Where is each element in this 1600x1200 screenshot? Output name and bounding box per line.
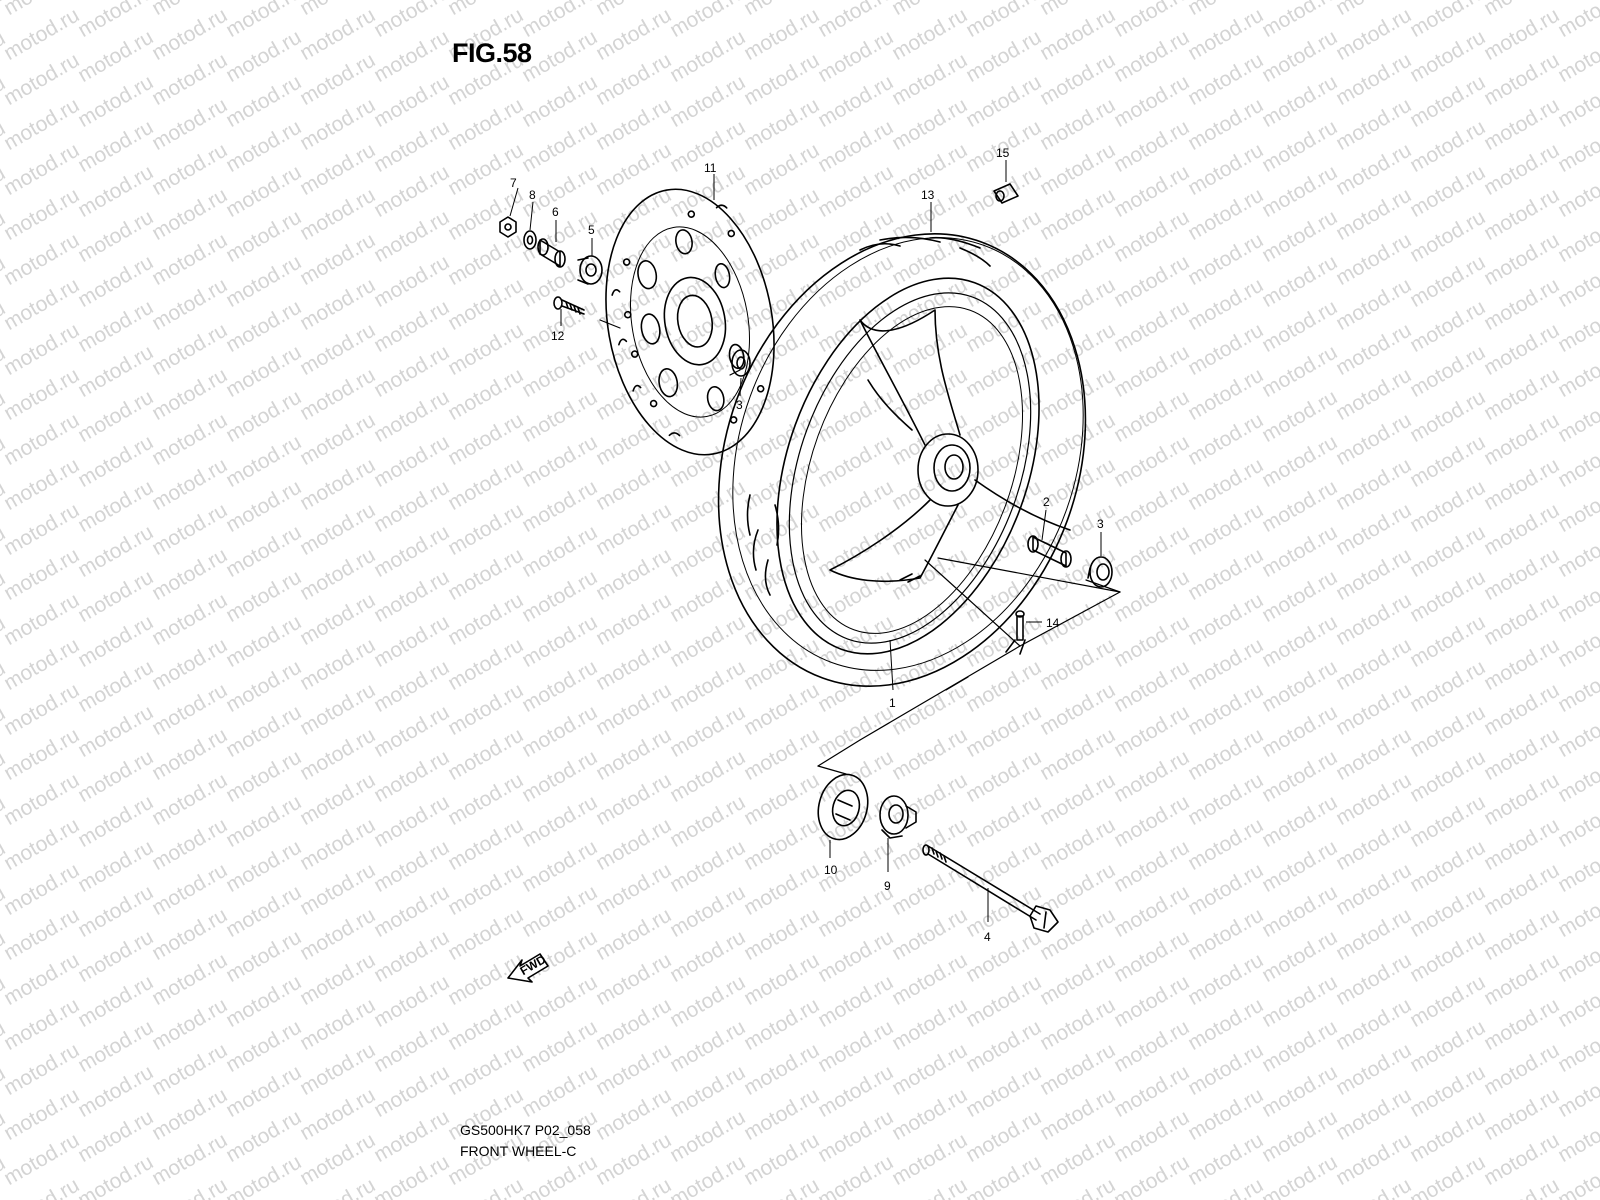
svg-text:3: 3 bbox=[1097, 517, 1104, 531]
callout-4: 4 bbox=[984, 888, 991, 944]
cap-15 bbox=[993, 183, 1019, 204]
bolt-12 bbox=[553, 296, 585, 315]
fwd-arrow-icon bbox=[507, 953, 549, 983]
callout-14: 14 bbox=[1026, 616, 1060, 630]
callout-3-right: 3 bbox=[1097, 517, 1104, 556]
svg-text:1: 1 bbox=[889, 696, 896, 710]
callout-13: 13 bbox=[921, 188, 935, 232]
svg-text:2: 2 bbox=[1043, 495, 1050, 509]
svg-text:13: 13 bbox=[921, 188, 935, 202]
callout-5: 5 bbox=[588, 223, 595, 256]
callout-1: 1 bbox=[889, 639, 896, 710]
diagram-code: GS500HK7 P02_058 bbox=[460, 1122, 591, 1138]
callout-7: 7 bbox=[509, 176, 519, 217]
figure-title: FIG.58 bbox=[452, 38, 532, 68]
valve-stem bbox=[1016, 615, 1024, 641]
nut-7 bbox=[499, 216, 517, 238]
callout-3-left: 3 bbox=[736, 377, 743, 412]
bearing-3-right bbox=[1087, 556, 1113, 588]
callout-11: 11 bbox=[704, 161, 717, 200]
brake-disc bbox=[605, 188, 775, 456]
washer-8 bbox=[523, 230, 537, 250]
svg-text:11: 11 bbox=[704, 161, 717, 175]
collar-6 bbox=[537, 238, 566, 268]
svg-text:9: 9 bbox=[884, 879, 891, 893]
spacer-2 bbox=[1027, 535, 1072, 568]
speedometer-gear-9 bbox=[879, 795, 917, 839]
callout-12: 12 bbox=[551, 309, 565, 343]
svg-text:8: 8 bbox=[529, 188, 536, 202]
callout-9: 9 bbox=[884, 838, 891, 893]
wheel-assembly bbox=[717, 233, 1087, 687]
callout-6: 6 bbox=[552, 205, 559, 242]
axle-4 bbox=[922, 844, 1059, 933]
svg-text:14: 14 bbox=[1046, 616, 1060, 630]
callout-8: 8 bbox=[529, 188, 536, 231]
svg-text:7: 7 bbox=[510, 176, 517, 190]
callout-2: 2 bbox=[1041, 495, 1050, 541]
svg-text:4: 4 bbox=[984, 930, 991, 944]
svg-text:10: 10 bbox=[824, 863, 838, 877]
dust-cover-10 bbox=[817, 773, 869, 841]
svg-text:6: 6 bbox=[552, 205, 559, 219]
callout-10: 10 bbox=[824, 840, 838, 877]
svg-text:12: 12 bbox=[551, 329, 565, 343]
bushing-5 bbox=[577, 255, 603, 285]
svg-text:3: 3 bbox=[736, 398, 743, 412]
callout-15: 15 bbox=[996, 146, 1010, 182]
svg-text:5: 5 bbox=[588, 223, 595, 237]
diagram-name: FRONT WHEEL-C bbox=[460, 1143, 577, 1159]
svg-text:15: 15 bbox=[996, 146, 1010, 160]
disc-bearing-left bbox=[731, 349, 751, 377]
